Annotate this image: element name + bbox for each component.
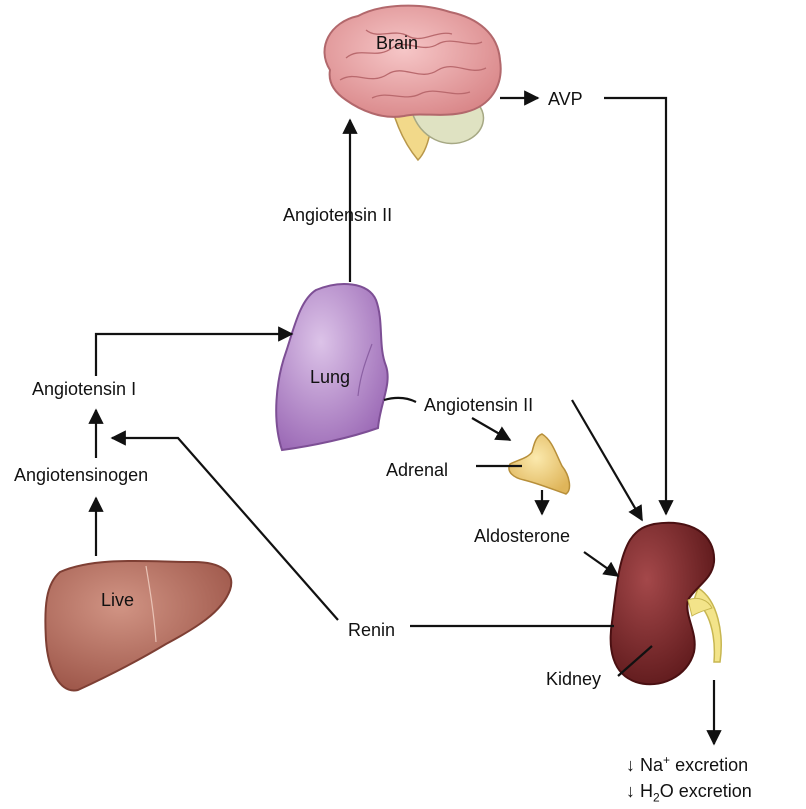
label-angiotensin-ii-top: Angiotensin II: [283, 205, 393, 225]
label-aldosterone: Aldosterone: [474, 526, 571, 546]
adrenal-organ: [508, 433, 571, 495]
label-angiotensin-i: Angiotensin I: [32, 379, 137, 399]
label-adrenal: Adrenal: [386, 460, 449, 480]
label-angiotensin-ii-right: Angiotensin II: [424, 395, 534, 415]
arrow-renin-to-angiotensinogen: [110, 430, 339, 621]
arrow-angiotensin-ii-to-adrenal: [471, 417, 512, 441]
ureter-shape: [693, 586, 722, 663]
arrow-avp-to-kidney: [604, 96, 674, 516]
brain-organ: [323, 4, 502, 162]
line-kidney-pointer: [617, 645, 653, 677]
brain-shape: [323, 4, 502, 118]
lung-organ: [275, 283, 389, 452]
down-arrow-icon: ↓: [626, 781, 635, 801]
line-lung-to-angiotensin-ii: [383, 396, 417, 403]
arrow-aldosterone-to-kidney: [583, 551, 620, 577]
adrenal-shape: [508, 433, 571, 495]
outcome-h2o-excretion: ↓ H2O excretion: [626, 780, 752, 805]
hydrogen-symbol: H: [640, 781, 654, 801]
liver-organ: [44, 559, 233, 692]
sodium-charge: +: [663, 753, 671, 767]
label-brain: Brain: [376, 33, 419, 53]
lung-fissure: [357, 343, 373, 397]
lung-shape: [275, 283, 389, 452]
down-arrow-icon: ↓: [626, 755, 635, 775]
label-angiotensinogen: Angiotensinogen: [14, 465, 149, 485]
label-liver: Live: [101, 590, 135, 610]
liver-shape: [44, 559, 233, 692]
connectors: [88, 90, 722, 746]
h2o-excretion-text: excretion: [678, 781, 752, 801]
outcome-na-excretion: ↓ Na+ excretion: [626, 754, 748, 776]
label-renin: Renin: [348, 620, 396, 640]
na-excretion-text: excretion: [675, 755, 749, 775]
label-avp: AVP: [548, 89, 583, 109]
renal-pelvis: [687, 597, 713, 617]
water-subscript: 2: [653, 790, 660, 805]
liver-ligament: [145, 565, 157, 643]
arrow-angiotensin-i-to-lung: [94, 326, 294, 376]
arrow-angiotensin-ii-to-kidney: [571, 399, 643, 522]
label-kidney: Kidney: [546, 669, 602, 689]
label-lung: Lung: [310, 367, 351, 387]
sodium-symbol: Na: [640, 755, 664, 775]
oxygen-symbol: O: [659, 781, 674, 801]
kidney-shape: [609, 521, 716, 686]
kidney-organ: [609, 521, 722, 686]
brain-folds: [339, 29, 487, 99]
